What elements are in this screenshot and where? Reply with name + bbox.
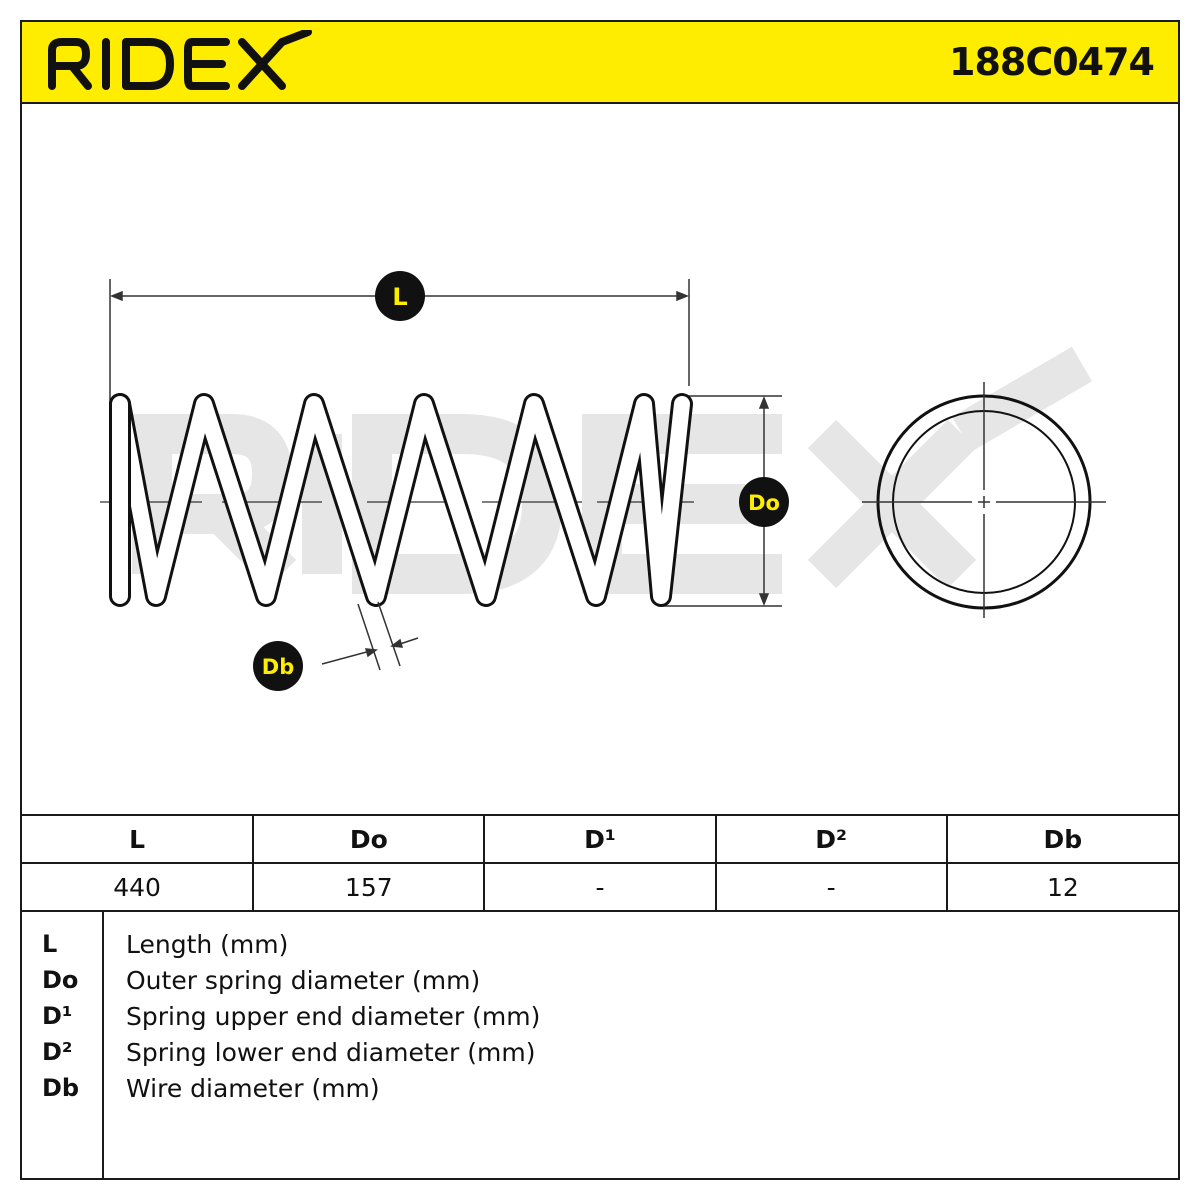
legend-description: Outer spring diameter (mm) [126,966,481,995]
legend-item: D² Spring lower end diameter (mm) [22,1038,1178,1074]
legend-symbol: L [42,930,58,958]
legend-divider [102,910,104,1178]
length-badge: L [375,271,425,321]
legend-symbol: D² [42,1038,73,1066]
wire-diameter-badge-label: Db [262,655,294,679]
spring-end-view [862,382,1106,618]
header-cell: L [22,814,255,864]
value-cell: - [714,862,948,912]
legend-description: Length (mm) [126,930,289,959]
spec-table: L Do D¹ D² Db 440 157 - - 12 [22,814,1178,912]
legend-symbol: D¹ [42,1002,73,1030]
legend-description: Spring lower end diameter (mm) [126,1038,536,1067]
spec-value-row: 440 157 - - 12 [22,862,1178,912]
header-cell: D¹ [483,814,717,864]
wire-diameter-dimension [321,601,419,671]
spec-header-row: L Do D¹ D² Db [22,814,1178,864]
drawing-sheet: 188C0474 L [20,20,1180,1180]
header-cell: Db [945,814,1178,864]
legend-item: D¹ Spring upper end diameter (mm) [22,1002,1178,1038]
value-cell: 440 [22,862,255,912]
value-cell: 12 [945,862,1178,912]
legend-symbol: Db [42,1074,80,1102]
spring-coil [109,393,693,607]
length-badge-label: L [392,283,407,311]
part-number: 188C0474 [949,40,1155,84]
header-cell: Do [252,814,486,864]
legend: L Length (mm) Do Outer spring diameter (… [22,910,1178,1178]
legend-description: Spring upper end diameter (mm) [126,1002,541,1031]
ridex-logo-icon [48,28,312,90]
value-cell: 157 [252,862,486,912]
value-cell: - [483,862,717,912]
header-cell: D² [714,814,948,864]
spring-diagram: L Do [100,271,1106,691]
wire-diameter-badge: Db [253,641,303,691]
brand-logo [46,28,316,98]
legend-symbol: Do [42,966,79,994]
legend-item: L Length (mm) [22,930,1178,966]
legend-item: Do Outer spring diameter (mm) [22,966,1178,1002]
header-bar: 188C0474 [22,22,1178,104]
outer-diameter-badge: Do [739,477,789,527]
legend-item: Db Wire diameter (mm) [22,1074,1178,1110]
spring-drawing: L Do [22,104,1178,814]
legend-description: Wire diameter (mm) [126,1074,380,1103]
outer-diameter-badge-label: Do [748,491,780,515]
